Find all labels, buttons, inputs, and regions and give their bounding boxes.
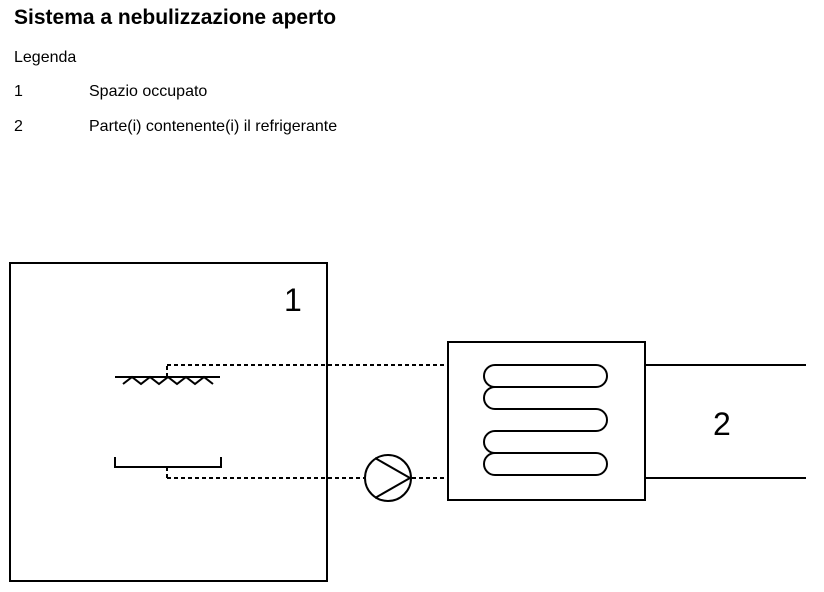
- legend-item-text: Spazio occupato: [89, 83, 208, 100]
- occupied-space-box: [9, 262, 328, 582]
- heat-exchanger-box: [447, 341, 646, 501]
- return-line: [166, 467, 448, 479]
- legend-heading: Legenda: [14, 49, 77, 66]
- pump-icon: [364, 454, 412, 502]
- refrigerant-part-label: 2: [713, 406, 731, 442]
- collecting-tray: [114, 457, 222, 468]
- legend-item-text: Parte(i) contenente(i) il refrigerante: [89, 118, 338, 135]
- refrigerant-lines: [645, 364, 806, 479]
- legend-item-number: 1: [14, 83, 23, 100]
- supply-line: [166, 364, 448, 377]
- page-title: Sistema a nebulizzazione aperto: [14, 6, 337, 29]
- occupied-space-label: 1: [284, 282, 302, 318]
- legend-item-number: 2: [14, 118, 23, 135]
- coil-icon: [483, 364, 608, 476]
- spray-nozzle: [115, 375, 220, 386]
